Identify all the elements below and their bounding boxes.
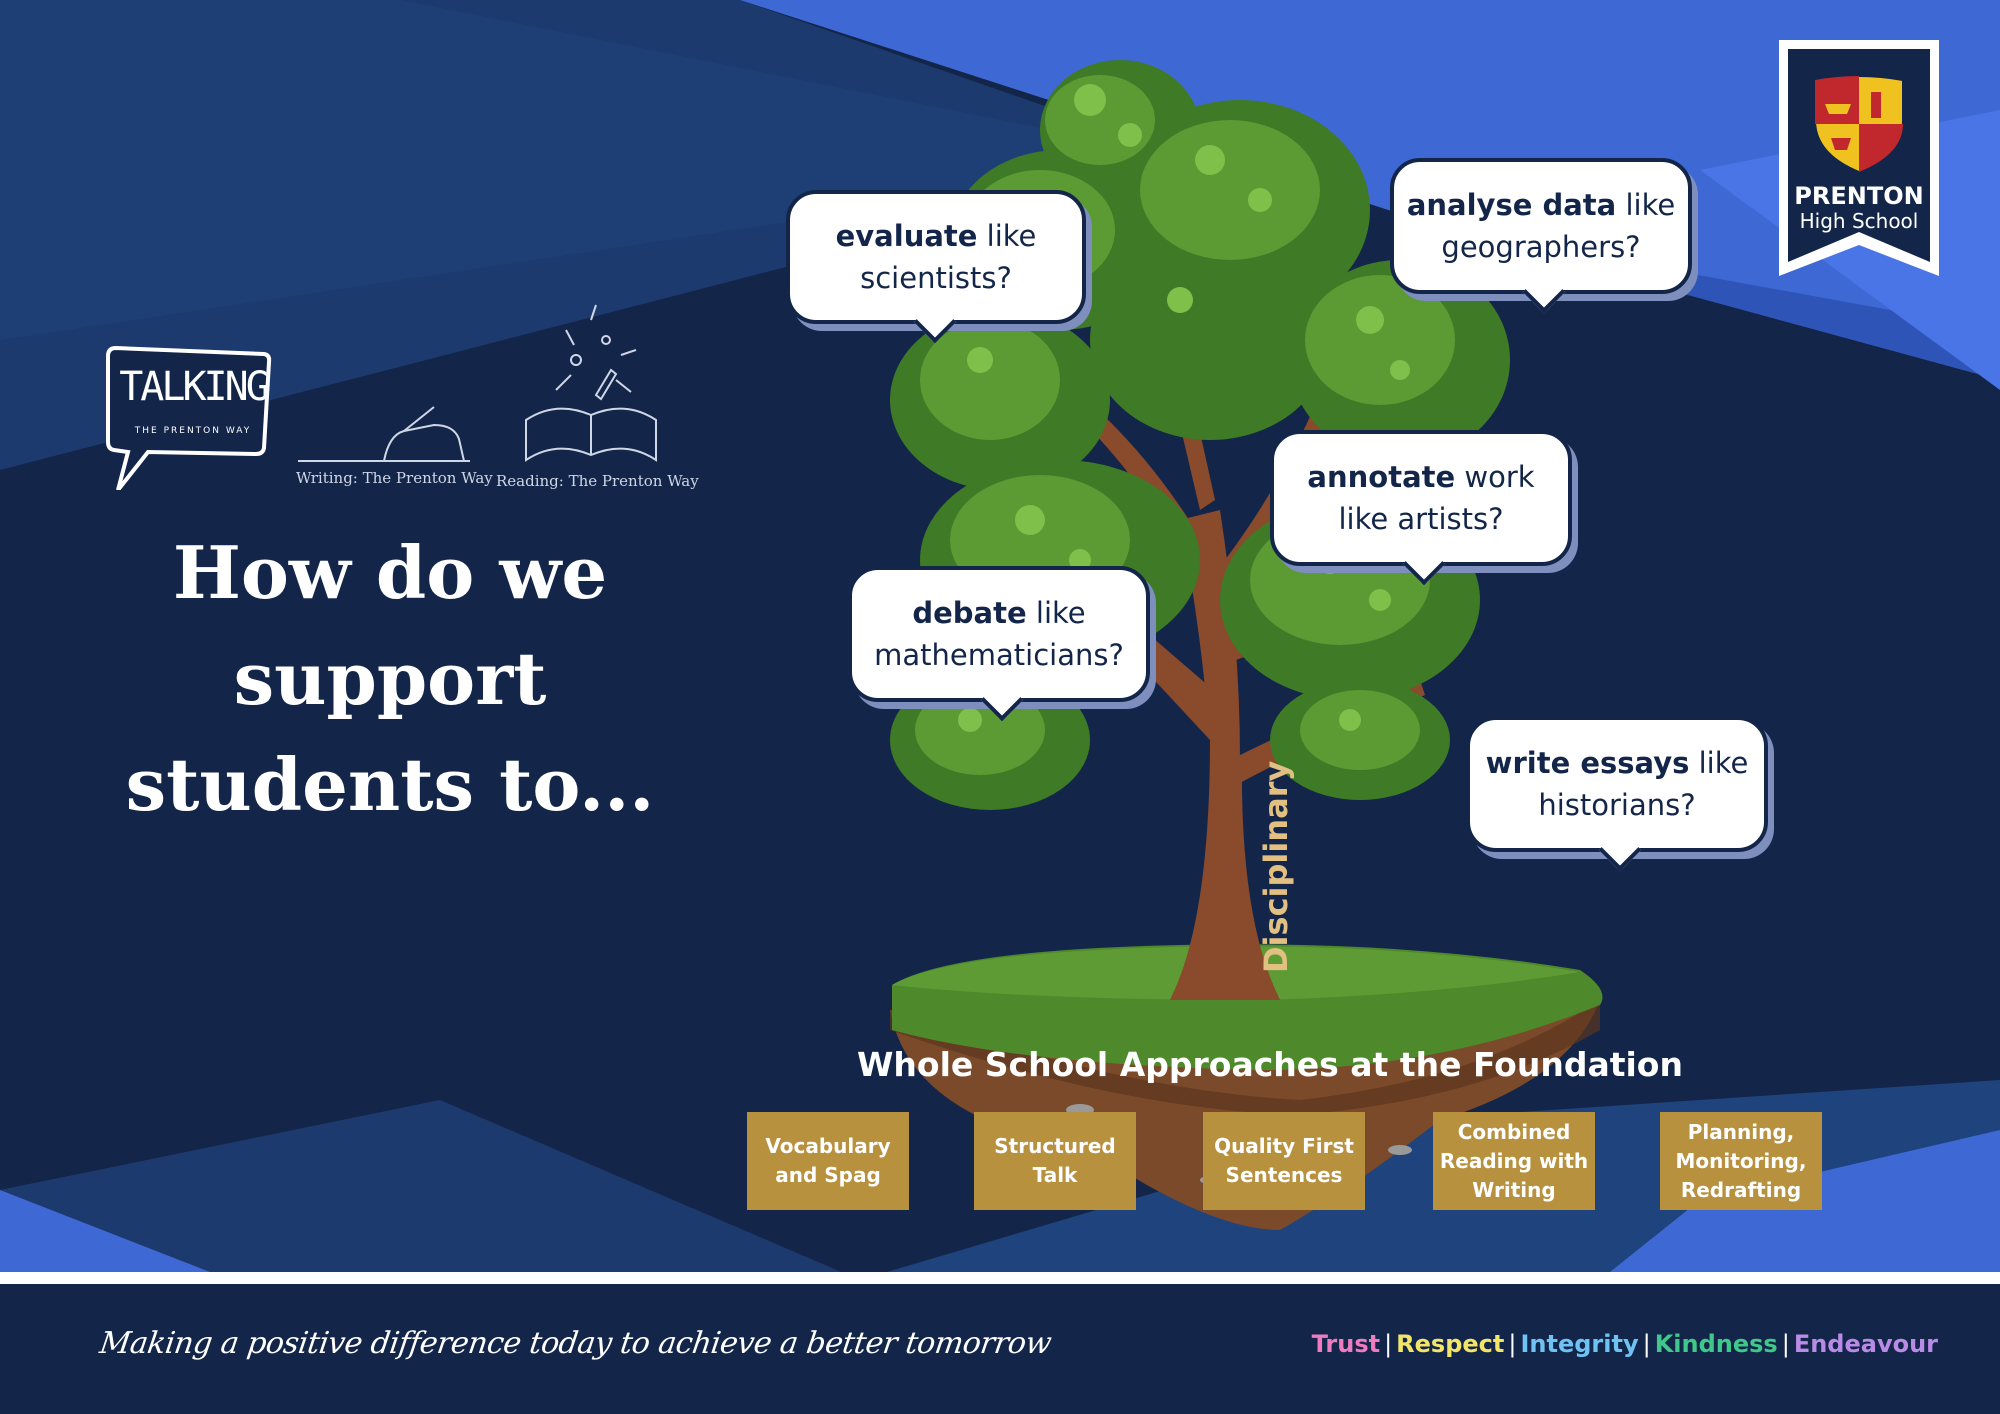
value-respect: Respect [1396,1330,1505,1358]
bubble-analyse-bold: analyse data [1406,188,1617,222]
main-heading: How do we support students to... [100,520,680,838]
open-book-icon [525,304,657,462]
bubble-annotate-line2: like artists? [1338,502,1504,536]
bubble-debate-bold: debate [912,596,1027,630]
heading-line-3: students to... [125,742,655,827]
value-trust: Trust [1311,1330,1381,1358]
writing-logo: Writing: The Prenton Way [294,405,493,495]
crest-shield-icon [1814,75,1904,174]
foundation-item-vocabulary: Vocabulary and Spag [747,1112,909,1210]
bubble-annotate-bold: annotate [1307,460,1456,494]
school-badge: PRENTON High School [1779,40,1939,276]
bubble-evaluate: evaluate like scientists? [786,190,1086,344]
heading-line-2: support [233,636,547,721]
bubble-analyse-rest: like [1616,188,1676,222]
bubble-evaluate-rest: like [977,219,1037,253]
talking-logo: TALKING THE PRENTON WAY [104,340,274,492]
writing-hand-icon [298,406,470,462]
bubble-write-essays-line2: historians? [1538,788,1696,822]
foundation-title: Whole School Approaches at the Foundatio… [857,1045,1683,1084]
school-name-line1: PRENTON [1794,182,1924,210]
bubble-annotate: annotate work like artists? [1270,430,1572,586]
foundation-item-planning: Planning, Monitoring, Redrafting [1660,1112,1822,1210]
talking-logo-subtitle: THE PRENTON WAY [134,426,252,436]
bubble-debate-rest: like [1026,596,1086,630]
value-integrity: Integrity [1520,1330,1639,1358]
footer-motto: Making a positive difference today to ac… [97,1326,1054,1361]
writing-logo-caption: Writing: The Prenton Way [296,469,493,487]
bubble-write-essays-bold: write essays [1485,746,1690,780]
footer [0,1286,2000,1414]
school-name-line2: High School [1799,209,1919,233]
bubble-debate: debate like mathematicians? [848,566,1150,722]
bubble-analyse-line2: geographers? [1441,230,1641,264]
bubble-write-essays: write essays like historians? [1466,716,1768,872]
footer-values: Trust|Respect|Integrity|Kindness|Endeavo… [1311,1330,1938,1358]
value-endeavour: Endeavour [1793,1330,1938,1358]
bubble-evaluate-bold: evaluate [835,219,978,253]
bubble-debate-line2: mathematicians? [874,638,1124,672]
footer-divider [0,1272,2000,1284]
bubble-evaluate-line2: scientists? [860,261,1012,295]
talking-logo-title: TALKING [119,364,270,410]
trunk-label-disciplinary: Disciplinary [1257,760,1295,973]
heading-line-1: How do we [172,530,608,615]
bubble-annotate-rest: work [1455,460,1535,494]
foundation-item-quality-first-sentences: Quality First Sentences [1203,1112,1365,1210]
foundation-item-combined-reading: Combined Reading with Writing [1433,1112,1595,1210]
bubble-analyse-data: analyse data like geographers? [1390,158,1692,314]
value-kindness: Kindness [1654,1330,1778,1358]
speech-bubble-icon [106,345,272,492]
reading-logo-caption: Reading: The Prenton Way [496,472,699,490]
bubble-write-essays-rest: like [1689,746,1749,780]
reading-logo: Reading: The Prenton Way [496,300,699,495]
foundation-item-structured-talk: Structured Talk [974,1112,1136,1210]
